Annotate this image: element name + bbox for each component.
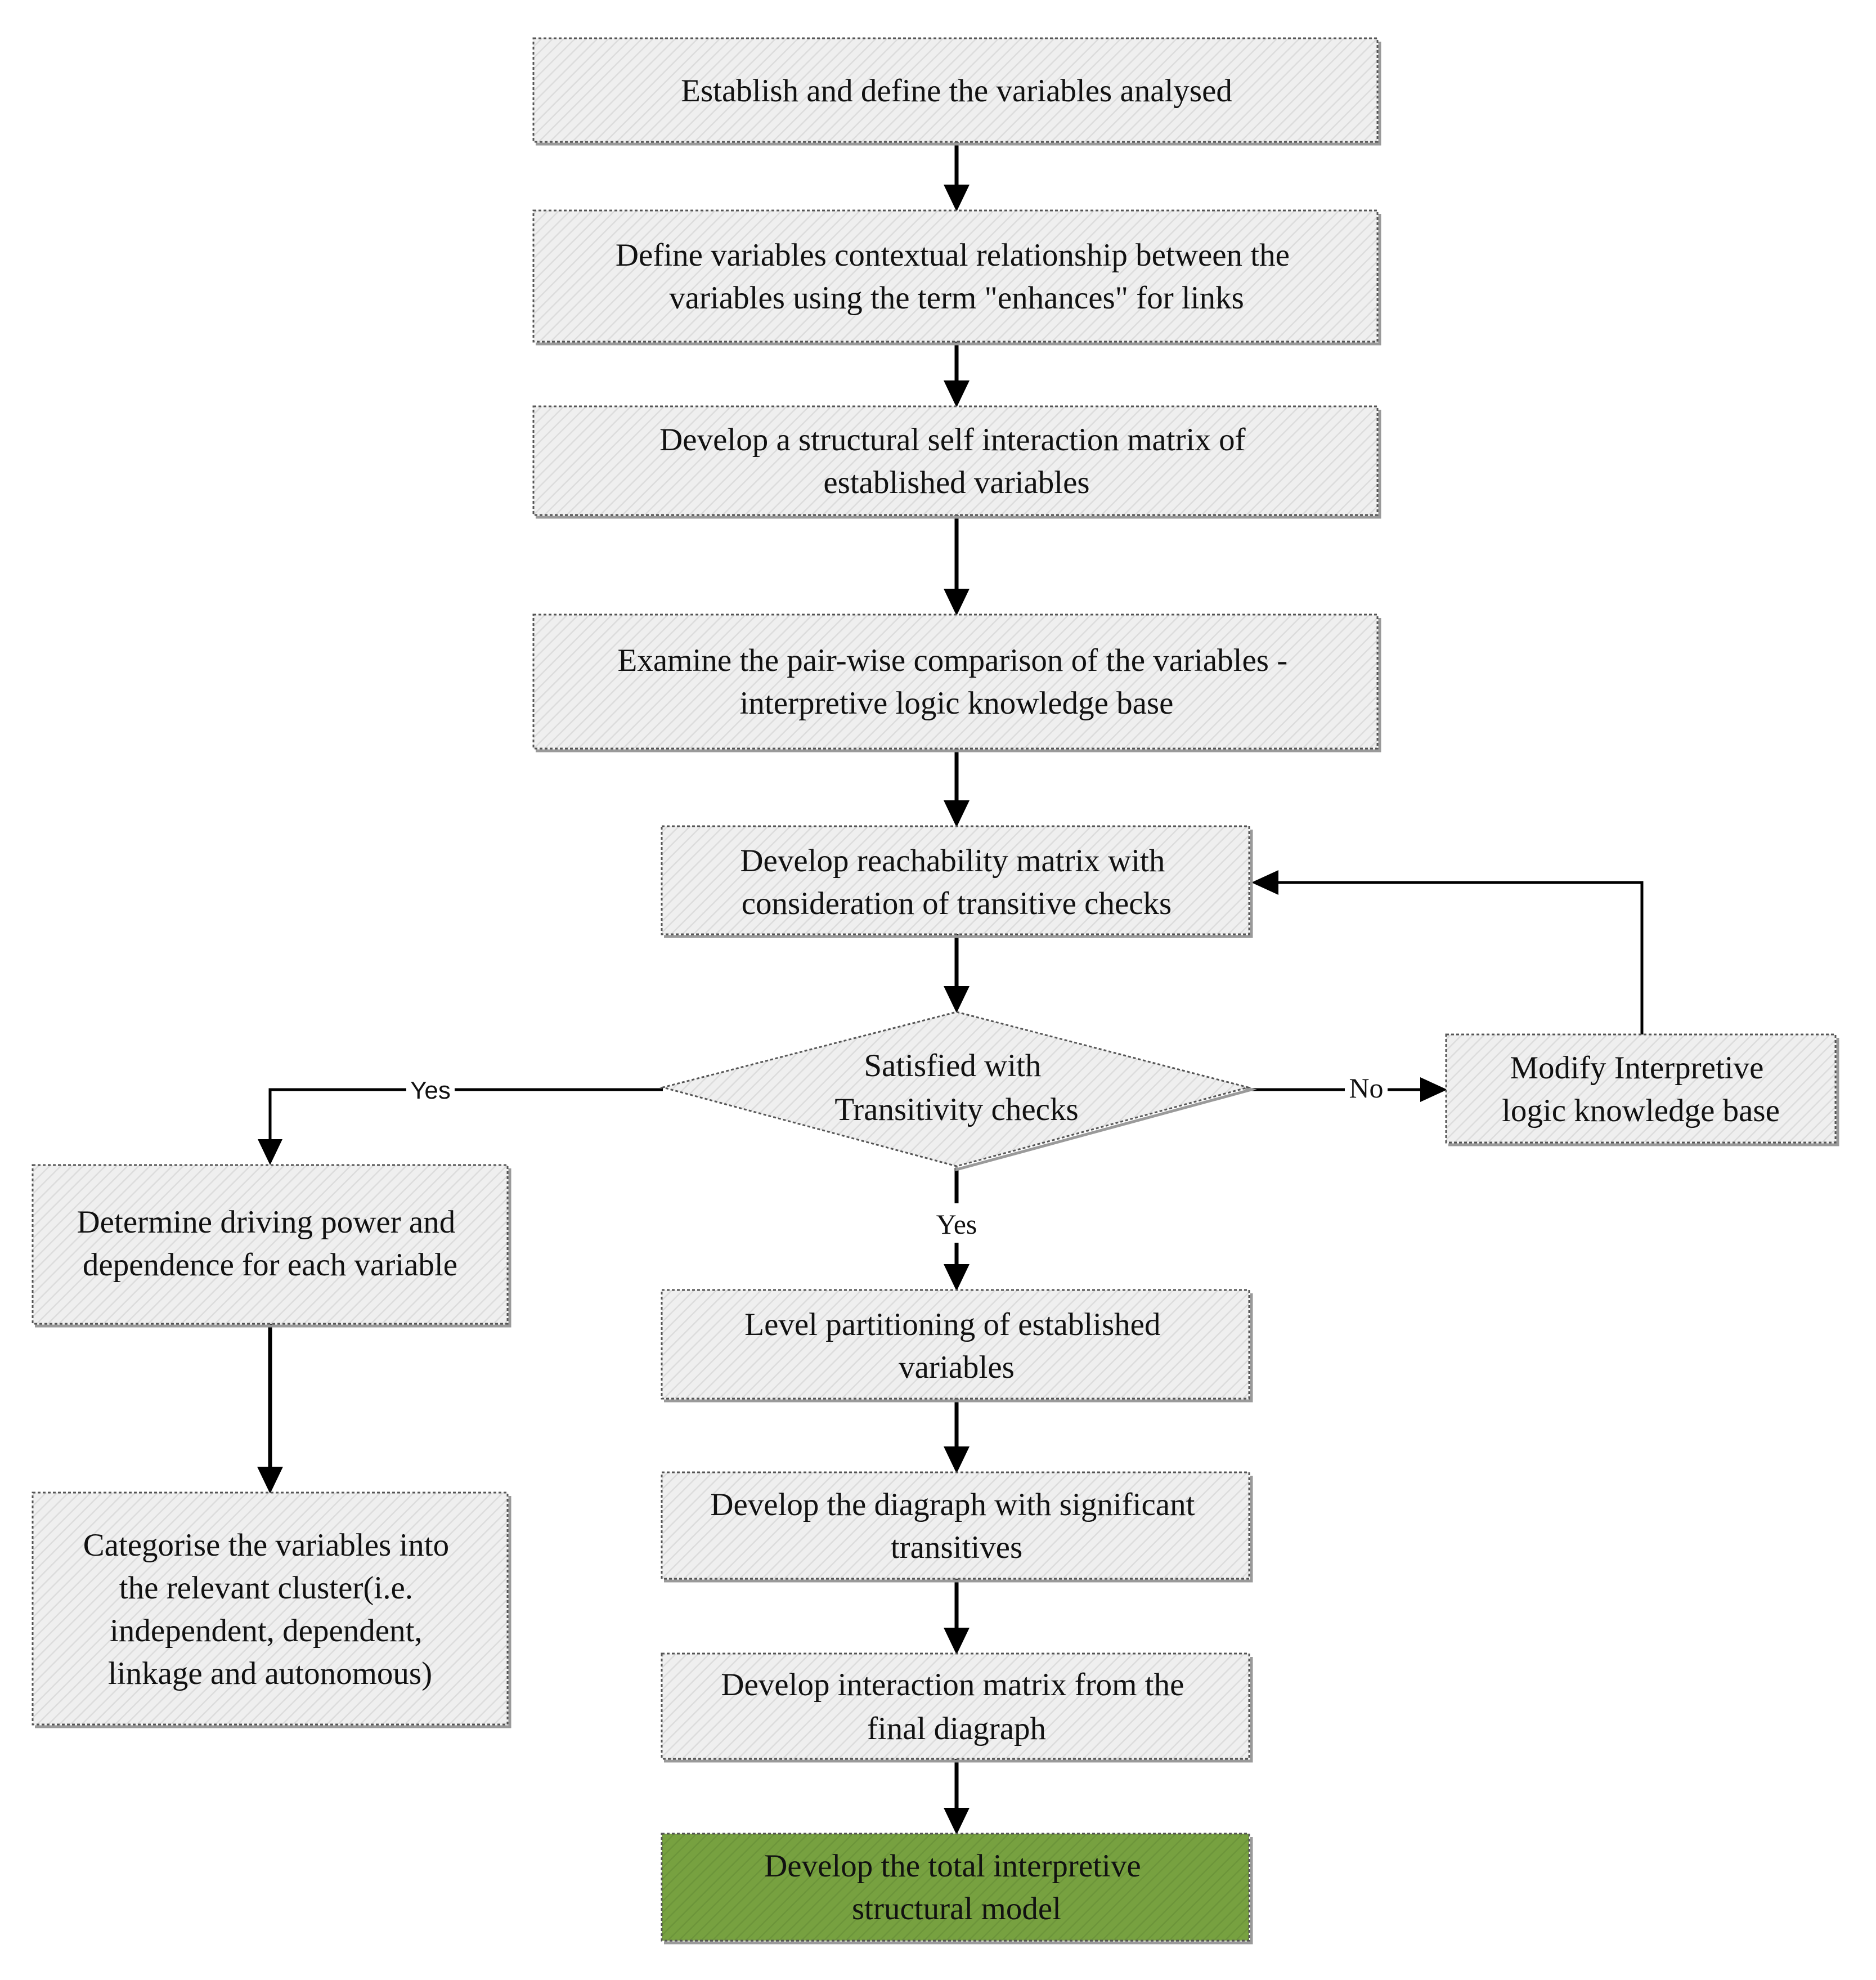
svg-text:Develop the total interpretive: Develop the total interpretive structura…	[764, 1848, 1149, 1927]
node-text-line: final diagraph	[867, 1711, 1046, 1746]
node-develop-diagraph: Develop the diagraph with significant tr…	[661, 1471, 1253, 1583]
arrowhead-icon	[1420, 1077, 1447, 1102]
node-group: Establish and define the variables analy…	[32, 37, 1839, 1945]
svg-text:Develop interaction matrix fr: Develop interaction matrix from the fina…	[721, 1667, 1192, 1746]
node-text-line: Level partitioning of established	[744, 1307, 1160, 1342]
connector-group	[257, 142, 1644, 1835]
node-text-line: Determine driving power and	[77, 1204, 456, 1240]
node-text-line: dependence for each variable	[83, 1247, 457, 1283]
arrowhead-icon	[944, 1264, 970, 1291]
arrowhead-icon	[258, 1139, 282, 1165]
edge-modify-to-reachability	[1269, 881, 1644, 1034]
svg-text:Examine the pair-wise comparis: Examine the pair-wise comparison of the …	[618, 643, 1296, 721]
svg-text:Establish and define the varia: Establish and define the variables analy…	[681, 73, 1232, 109]
edge-decision-to-driving-power	[268, 1088, 663, 1146]
node-text-line: interpretive logic knowledge base	[740, 686, 1174, 721]
node-text-line: variables	[899, 1350, 1015, 1385]
node-text-line: logic knowledge base	[1502, 1093, 1780, 1128]
node-driving-power: Determine driving power and dependence f…	[32, 1164, 511, 1328]
node-reachability-matrix: Develop reachability matrix with conside…	[661, 825, 1253, 938]
node-text-line: Develop reachability matrix with	[740, 843, 1165, 879]
svg-text:Determine driving power and: Determine driving power and dependence f…	[77, 1204, 464, 1283]
node-define-relationship: Define variables contextual relationship…	[532, 209, 1381, 346]
node-text-line: Develop the diagraph with significant	[710, 1487, 1195, 1522]
node-text-line: consideration of transitive checks	[742, 886, 1172, 921]
edge-label-group: Yes No Yes	[406, 1072, 1388, 1243]
svg-text:Categorise the variables into: Categorise the variables into the releva…	[83, 1527, 457, 1691]
node-text-line: Satisfied with	[864, 1048, 1041, 1083]
node-text-line: Examine the pair-wise comparison of the …	[618, 643, 1288, 678]
node-establish-variables: Establish and define the variables analy…	[532, 37, 1381, 146]
node-text-line: linkage and autonomous)	[108, 1656, 432, 1691]
arrowhead-icon	[944, 1446, 970, 1473]
node-text-line: independent, dependent,	[110, 1613, 423, 1648]
node-text-line: Transitivity checks	[834, 1092, 1078, 1127]
node-text-line: Define variables contextual relationship…	[616, 238, 1290, 273]
svg-text:Develop a structural self inte: Develop a structural self interaction ma…	[659, 422, 1254, 500]
arrowhead-icon	[944, 1808, 970, 1835]
svg-text:Define variables contextual r: Define variables contextual relationship…	[616, 238, 1298, 316]
node-text-line: variables using the term "enhances" for …	[669, 280, 1244, 316]
edge-label-yes-left: Yes	[410, 1077, 451, 1104]
arrowhead-icon	[944, 986, 970, 1013]
node-transitivity-decision: Satisfied with Transitivity checks	[659, 1011, 1257, 1172]
node-develop-ssim: Develop a structural self interaction ma…	[532, 405, 1381, 519]
node-text-line: Develop a structural self interaction ma…	[659, 422, 1245, 458]
edge-label-yes-down: Yes	[936, 1208, 977, 1240]
arrowhead-icon	[944, 380, 970, 407]
node-level-partitioning: Level partitioning of established variab…	[661, 1289, 1253, 1403]
node-examine-pairwise: Examine the pair-wise comparison of the …	[532, 613, 1381, 752]
node-text-line: structural model	[852, 1891, 1061, 1927]
svg-text:Modify Interpretive lo: Modify Interpretive logic knowledge base	[1502, 1050, 1780, 1128]
node-text-line: Establish and define the variables analy…	[681, 73, 1232, 109]
arrowhead-icon	[1251, 870, 1278, 895]
node-text-line: the relevant cluster(i.e.	[119, 1570, 413, 1606]
arrowhead-icon	[257, 1467, 283, 1494]
arrowhead-icon	[944, 185, 970, 212]
node-tism-model: Develop the total interpretive structura…	[661, 1833, 1253, 1945]
svg-text:Develop the diagraph with sign: Develop the diagraph with significant tr…	[710, 1487, 1202, 1565]
node-categorise-variables: Categorise the variables into the releva…	[32, 1491, 511, 1728]
node-text-line: transitives	[891, 1530, 1022, 1565]
arrowhead-icon	[944, 800, 970, 827]
edge-label-no: No	[1349, 1072, 1383, 1104]
node-text-line: Categorise the variables into	[83, 1527, 450, 1563]
node-text-line: Develop interaction matrix from the	[721, 1667, 1184, 1703]
node-modify-knowledge-base: Modify Interpretive logic knowledge base	[1445, 1033, 1839, 1146]
node-text-line: established variables	[823, 465, 1089, 500]
arrowhead-icon	[944, 1628, 970, 1655]
svg-text:Satisfied with Transit: Satisfied with Transitivity checks	[834, 1048, 1078, 1127]
svg-text:Level partitioning of establis: Level partitioning of established variab…	[744, 1307, 1168, 1385]
svg-text:Develop reachability matrix wi: Develop reachability matrix with conside…	[740, 843, 1173, 921]
node-text-line: Modify Interpretive	[1510, 1050, 1763, 1086]
arrowhead-icon	[944, 589, 970, 616]
node-interaction-matrix: Develop interaction matrix from the fina…	[661, 1652, 1253, 1763]
node-text-line: Develop the total interpretive	[764, 1848, 1141, 1884]
